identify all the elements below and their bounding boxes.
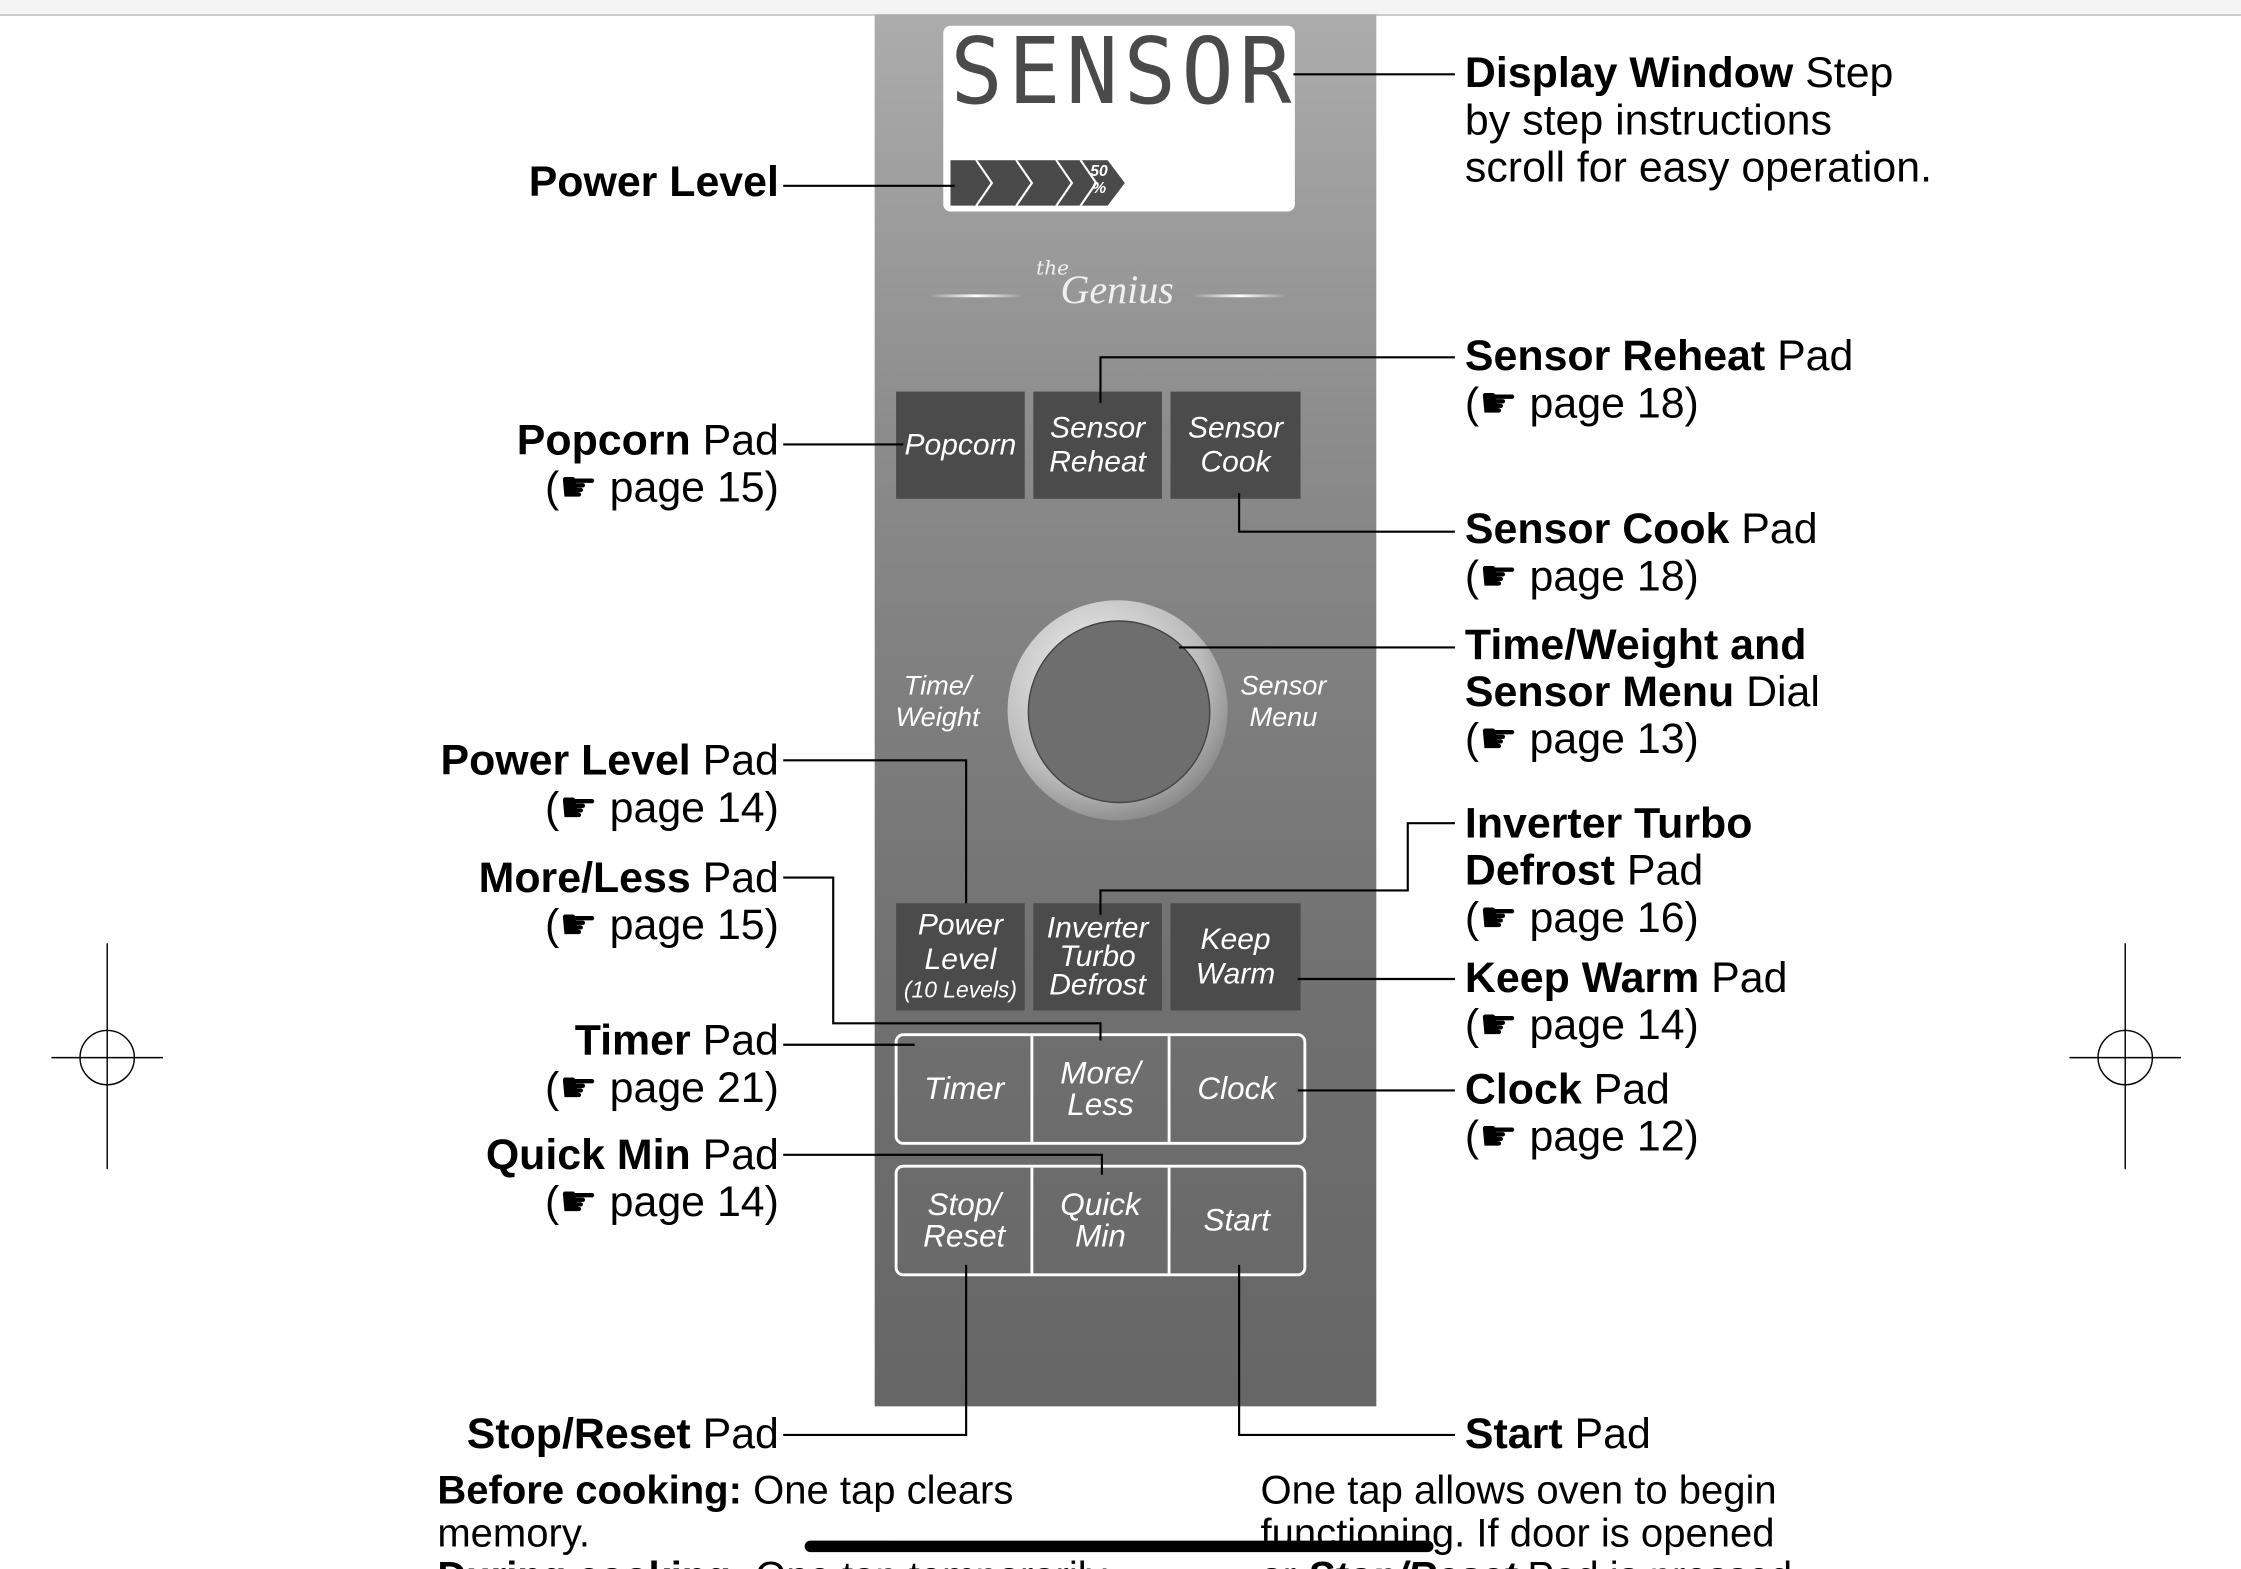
pad-row-timer: Timer More/Less Clock xyxy=(894,1033,1307,1145)
time-weight-label: Time/Weight xyxy=(895,671,980,734)
timer-label: Timer Pad(☛ page 21) xyxy=(545,1017,779,1112)
time-weight-dial[interactable] xyxy=(1007,600,1228,821)
keep-warm-label: Keep Warm Pad(☛ page 14) xyxy=(1464,954,1788,1050)
quick-min-label: Quick Min Pad(☛ page 14) xyxy=(485,1131,779,1227)
clock-pad[interactable]: Clock xyxy=(1167,1036,1303,1142)
start-pad[interactable]: Start xyxy=(1167,1167,1303,1274)
power-level-chevrons-icon xyxy=(950,159,1125,207)
registration-mark-icon xyxy=(51,943,2181,1170)
stop-reset-label: Stop/Reset Pad xyxy=(466,1410,779,1458)
power-percent: 50% xyxy=(1090,162,1108,198)
more-less-pad[interactable]: More/Less xyxy=(1030,1036,1167,1142)
power-level-pad-label: Power Level Pad(☛ page 14) xyxy=(440,737,779,832)
power-level-indicator: 50% xyxy=(950,159,1129,213)
stop-reset-pad[interactable]: Stop/Reset xyxy=(923,1186,1006,1254)
timer-pad[interactable]: Timer xyxy=(924,1070,1005,1107)
home-indicator-bar[interactable] xyxy=(804,1540,1434,1553)
start-description: One tap allows oven to begin functioning… xyxy=(1260,1467,1793,1569)
display-text: SENSOR xyxy=(950,20,1297,126)
more-less-label: More/Less Pad(☛ page 15) xyxy=(478,854,779,949)
start-label: Start Pad xyxy=(1464,1410,1651,1458)
popcorn-pad[interactable]: Popcorn xyxy=(896,391,1025,499)
power-level-label: Power Level xyxy=(528,158,779,206)
stop-reset-description: Before cooking: One tap clears memory. D… xyxy=(437,1467,1106,1569)
sensor-cook-label: Sensor Cook Pad(☛ page 18) xyxy=(1464,505,1818,601)
popcorn-label: Popcorn Pad(☛ page 15) xyxy=(516,417,779,512)
clock-label: Clock Pad(☛ page 12) xyxy=(1464,1066,1699,1161)
sensor-reheat-label: Sensor Reheat Pad(☛ page 18) xyxy=(1464,333,1854,428)
